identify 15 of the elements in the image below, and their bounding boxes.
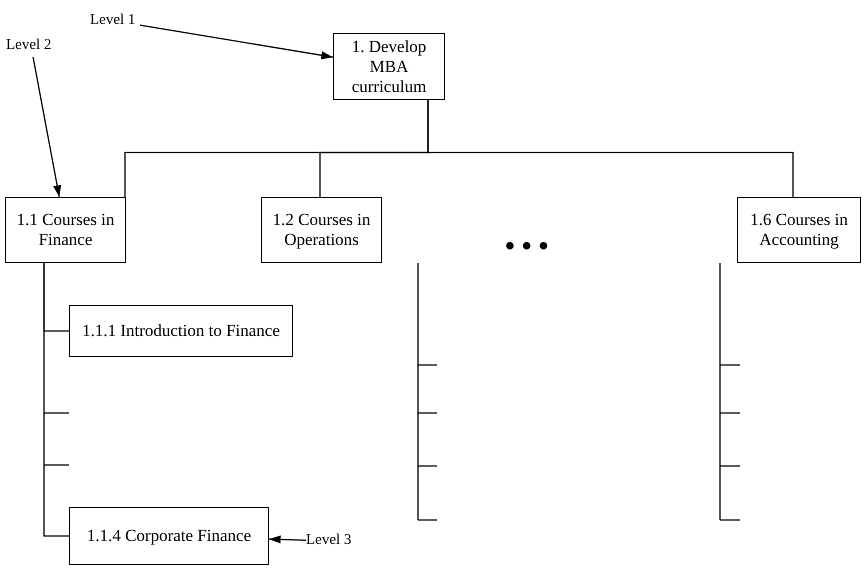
wbs-box: 1.1.1 Introduction to Finance	[69, 305, 293, 357]
connector-line	[43, 263, 69, 537]
ellipsis-dots: • • •	[505, 232, 548, 262]
wbs-box: 1.2 Courses in Operations	[261, 197, 382, 263]
level-label: Level 2	[6, 35, 56, 57]
wbs-box: 1.1.4 Corporate Finance	[69, 507, 269, 565]
level-label: Level 3	[306, 530, 356, 552]
level-label: Level 1	[90, 10, 140, 32]
connector-line	[427, 100, 794, 197]
leader-arrow	[32, 56, 62, 198]
wbs-box: 1.6 Courses in Accounting	[737, 197, 861, 263]
wbs-box: 1. Develop MBA curriculum	[333, 33, 445, 100]
wbs-box: 1.1 Courses in Finance	[5, 197, 126, 263]
leader-arrow	[140, 24, 334, 60]
leader-arrow	[268, 535, 306, 544]
